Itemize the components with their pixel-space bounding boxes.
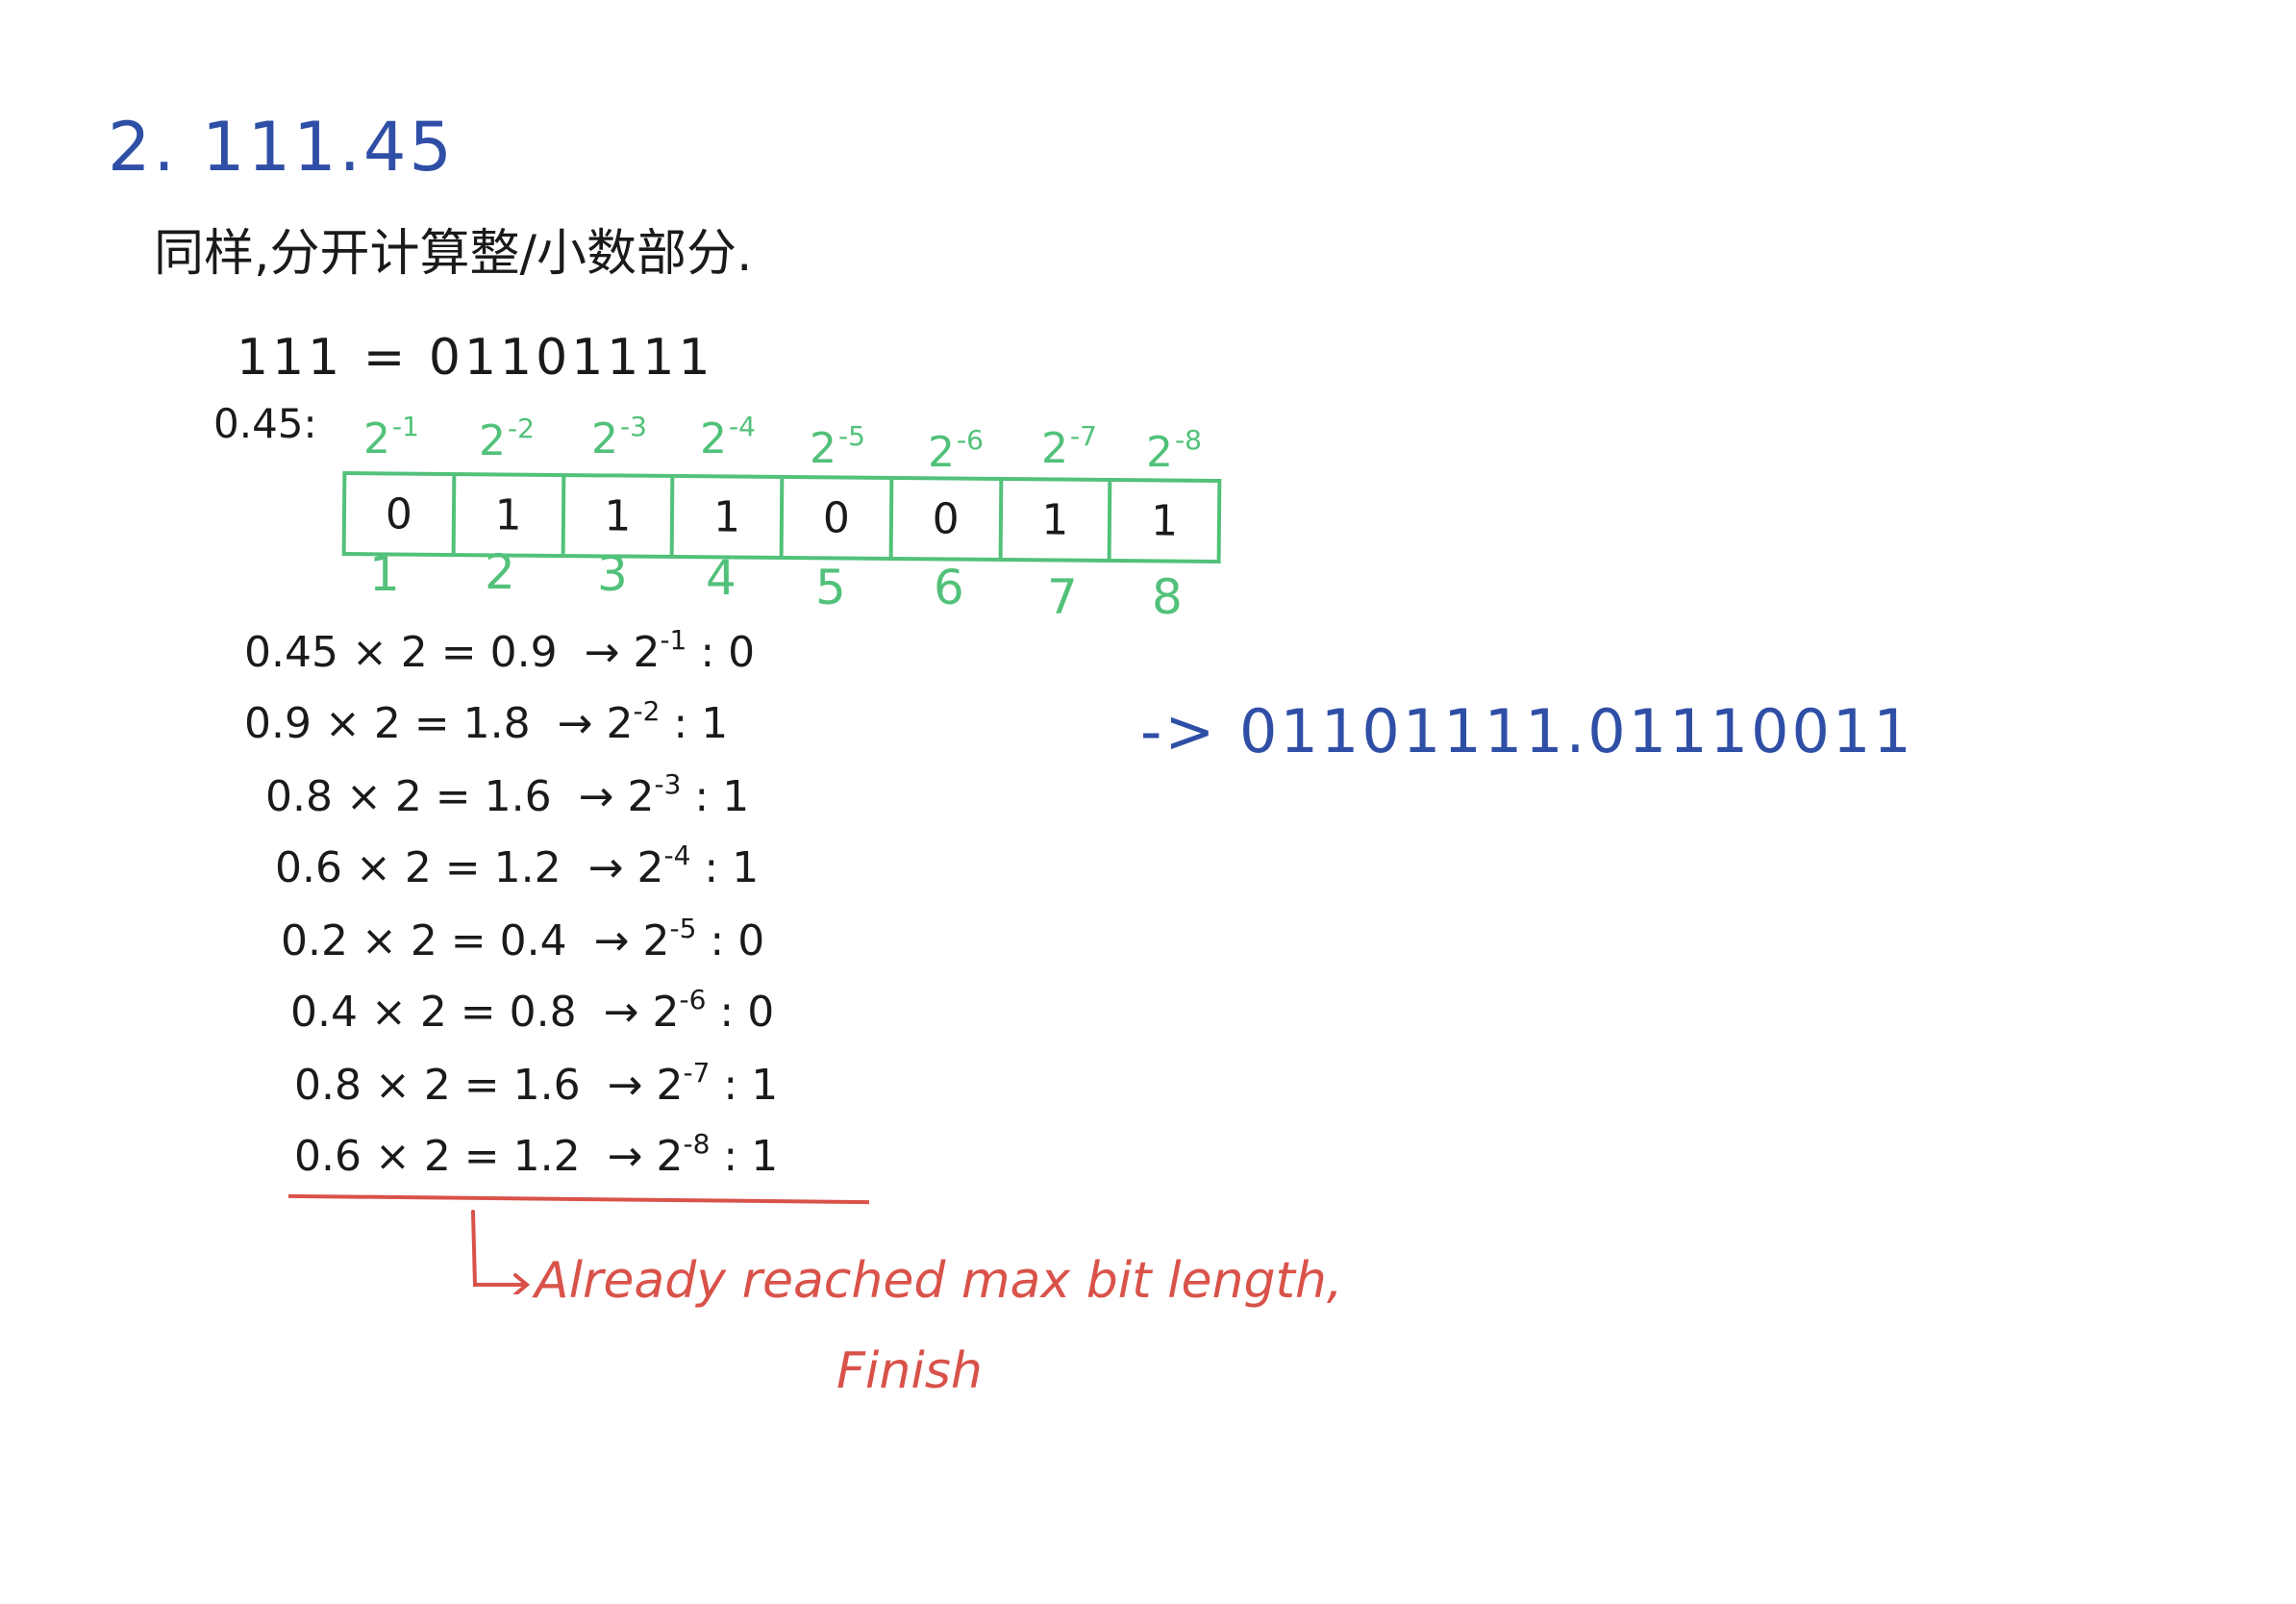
bit-cell-1: 0 [345,475,457,554]
steps-underline [287,1193,870,1205]
bit-cell-4: 1 [673,478,785,557]
place-value-6: 2-6 [928,424,984,477]
place-value-4: 2-4 [700,411,756,464]
binary-result: -> 01101111.01110011 [1140,696,1914,766]
place-value-3: 2-3 [591,411,647,464]
bit-position-5: 5 [815,560,846,615]
bit-position-8: 8 [1152,569,1183,625]
step-row-7: 0.8 × 2 = 1.6 → 2-7 : 1 [294,1057,779,1110]
bit-cell-7: 1 [1002,480,1112,559]
step-row-5: 0.2 × 2 = 0.4 → 2-5 : 0 [281,913,765,965]
step-row-4: 0.6 × 2 = 1.2 → 2-4 : 1 [275,840,760,892]
step-row-6: 0.4 × 2 = 0.8 → 2-6 : 0 [290,984,775,1037]
bit-position-7: 7 [1047,569,1078,625]
bit-cell-3: 1 [564,477,675,556]
bit-cell-5: 0 [783,479,894,557]
bit-cell-2: 1 [455,476,565,555]
callout-arrow-icon [471,1210,531,1294]
step-row-2: 0.9 × 2 = 1.8 → 2-2 : 1 [244,695,729,748]
step-row-1: 0.45 × 2 = 0.9 → 2-1 : 0 [244,624,756,677]
place-value-8: 2-8 [1146,424,1202,477]
bit-cell-6: 0 [892,479,1003,558]
problem-heading: 2. 111.45 [108,108,455,187]
bit-position-6: 6 [934,560,964,615]
place-value-7: 2-7 [1041,420,1097,473]
place-value-1: 2-1 [363,411,419,464]
bit-cell-8: 1 [1150,495,1179,546]
finish-note-line-1: Already reached max bit length, [535,1252,1343,1310]
fraction-label: 0.45: [213,400,317,447]
place-value-5: 2-5 [810,420,865,473]
bit-position-4: 4 [706,550,736,606]
step-row-3: 0.8 × 2 = 1.6 → 2-3 : 1 [265,768,750,821]
bit-position-3: 3 [597,546,628,602]
place-value-2: 2-2 [479,413,535,465]
intro-note: 同样,分开计算整/小数部分. [154,225,753,283]
finish-note-line-2: Finish [836,1342,983,1400]
bit-position-1: 1 [369,546,400,602]
integer-conversion: 111 = 01101111 [237,329,714,387]
bit-position-2: 2 [485,544,515,600]
step-row-8: 0.6 × 2 = 1.2 → 2-8 : 1 [294,1128,779,1181]
